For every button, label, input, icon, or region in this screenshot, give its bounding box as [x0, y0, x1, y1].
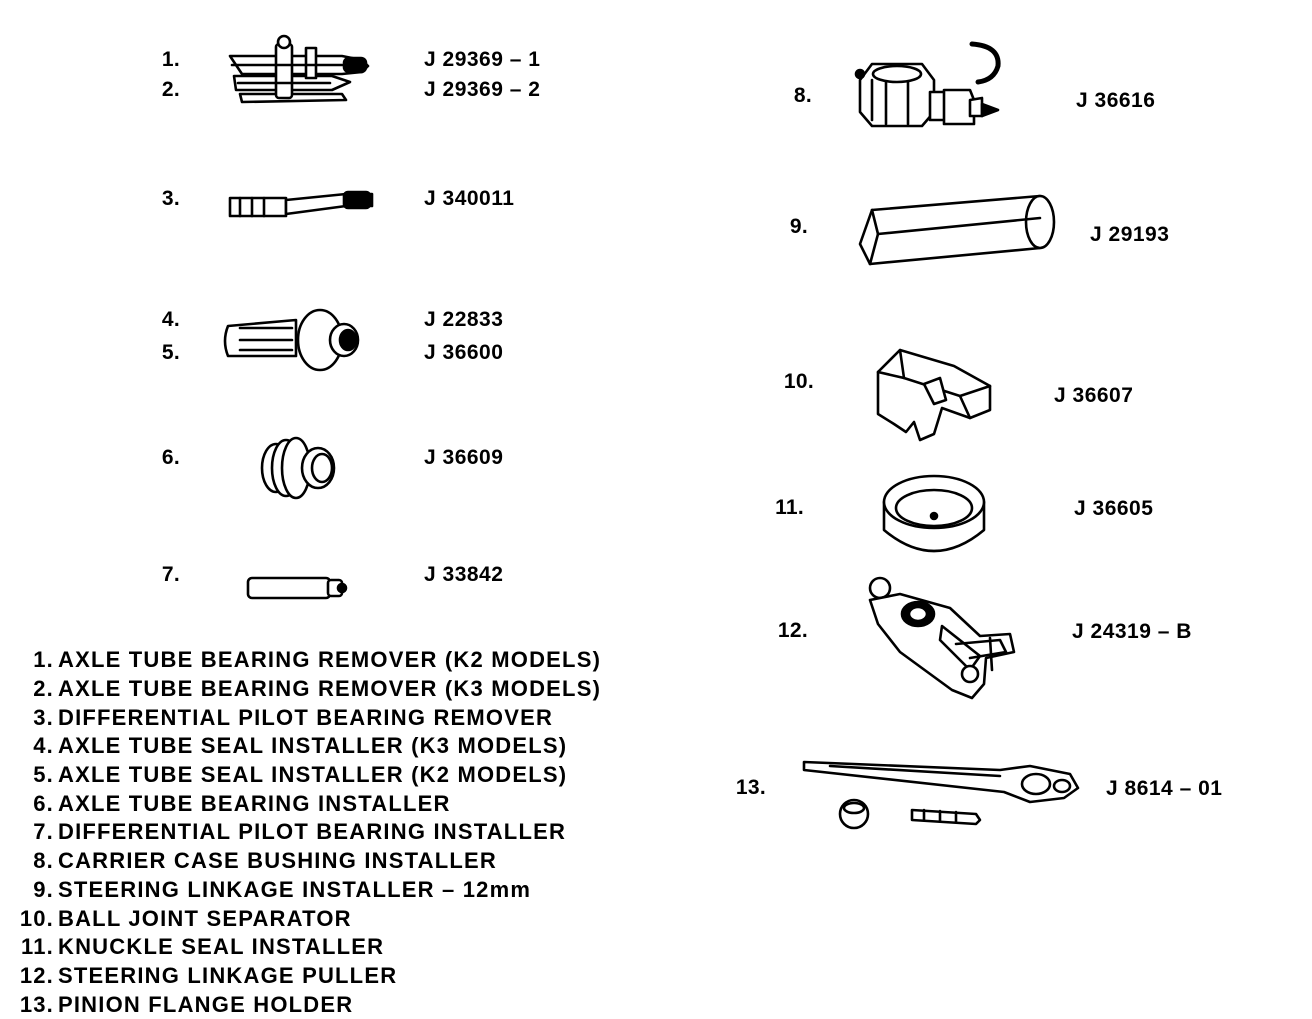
- bearing-installer-icon: [260, 436, 336, 500]
- tool-number-13: 13.: [735, 776, 766, 799]
- legend-item: 5.AXLE TUBE SEAL INSTALLER (K2 MODELS): [33, 762, 568, 788]
- legend-item: 2.AXLE TUBE BEARING REMOVER (K3 MODELS): [33, 676, 602, 702]
- legend-item: 11.KNUCKLE SEAL INSTALLER: [21, 934, 385, 960]
- part-number-3: J 340011: [424, 187, 515, 210]
- legend-item: 13.PINION FLANGE HOLDER: [19, 991, 354, 1017]
- tool-number-4: 4.: [161, 308, 180, 331]
- ball-joint-separator-icon: [876, 348, 992, 442]
- seal-installer-icon: [223, 308, 360, 372]
- legend-item: 4.AXLE TUBE SEAL INSTALLER (K3 MODELS): [33, 733, 568, 759]
- part-number-7: J 33842: [424, 563, 504, 586]
- tool-number-10: 10.: [783, 370, 814, 393]
- knuckle-seal-installer-icon: [882, 474, 986, 553]
- legend-item: 9.STEERING LINKAGE INSTALLER – 12mm: [33, 876, 532, 902]
- tool-number-1: 1.: [161, 48, 180, 71]
- legend-item: 1.AXLE TUBE BEARING REMOVER (K2 MODELS): [33, 647, 602, 673]
- part-number-1: J 29369 – 1: [424, 48, 541, 71]
- tool-number-12: 12.: [777, 619, 808, 642]
- part-number-8: J 36616: [1076, 89, 1156, 112]
- part-number-13: J 8614 – 01: [1106, 777, 1223, 800]
- part-number-10: J 36607: [1054, 384, 1134, 407]
- linkage-puller-icon: [868, 576, 1016, 700]
- pilot-bearing-remover-icon: [228, 190, 374, 218]
- tool-number-2: 2.: [161, 78, 180, 101]
- tool-number-11: 11.: [775, 496, 804, 519]
- legend-item: 7.DIFFERENTIAL PILOT BEARING INSTALLER: [33, 819, 567, 845]
- part-number-4: J 22833: [424, 308, 504, 331]
- bushing-installer-icon: [854, 41, 1001, 128]
- tool-legend: 1.AXLE TUBE BEARING REMOVER (K2 MODELS) …: [8, 646, 688, 1019]
- part-number-11: J 36605: [1074, 497, 1154, 520]
- legend-item: 8.CARRIER CASE BUSHING INSTALLER: [33, 848, 497, 874]
- tool-number-3: 3.: [161, 187, 180, 210]
- part-number-12: J 24319 – B: [1072, 620, 1192, 643]
- part-number-9: J 29193: [1090, 223, 1170, 246]
- tool-number-5: 5.: [161, 341, 180, 364]
- tool-number-8: 8.: [793, 84, 812, 107]
- axle-bearing-remover-icon: [228, 34, 370, 104]
- legend-item: 10.BALL JOINT SEPARATOR: [19, 905, 352, 931]
- tool-number-7: 7.: [161, 563, 180, 586]
- part-number-6: J 36609: [424, 446, 504, 469]
- tool-number-6: 6.: [161, 446, 180, 469]
- part-number-5: J 36600: [424, 341, 504, 364]
- part-number-2: J 29369 – 2: [424, 78, 541, 101]
- legend-item: 6.AXLE TUBE BEARING INSTALLER: [33, 790, 451, 816]
- legend-item: 3.DIFFERENTIAL PILOT BEARING REMOVER: [33, 704, 554, 730]
- flange-holder-icon: [802, 760, 1080, 830]
- pilot-bearing-installer-icon: [246, 576, 348, 600]
- legend-item: 12.STEERING LINKAGE PULLER: [19, 962, 398, 988]
- steering-linkage-installer-icon: [858, 194, 1056, 266]
- tool-number-9: 9.: [789, 215, 808, 238]
